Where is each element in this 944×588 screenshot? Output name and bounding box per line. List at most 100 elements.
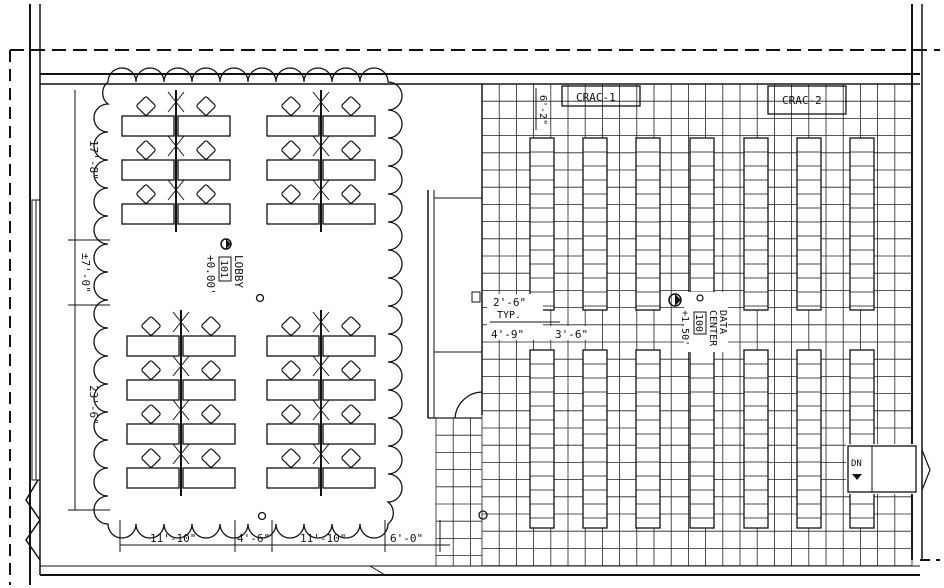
column-marker-icon: [257, 511, 267, 521]
chair-icon: [141, 404, 161, 424]
rack-divisions: [636, 151, 660, 307]
desk-right: [322, 467, 376, 489]
chair-icon: [136, 140, 156, 160]
lobby-elevation: +0.00': [204, 255, 217, 295]
dim-rack-depth: 2'-6": [493, 296, 526, 309]
chair-icon: [341, 140, 361, 160]
server-rack-row: [582, 349, 608, 529]
desk-left: [266, 115, 320, 137]
lobby-number: 101: [218, 260, 229, 278]
chair-icon: [281, 184, 301, 204]
desk-left: [266, 159, 320, 181]
desk-left: [266, 423, 320, 445]
chair-icon: [196, 96, 216, 116]
desk-left: [126, 467, 180, 489]
revision-cloud: [93, 67, 403, 539]
server-rack-row: [529, 137, 555, 311]
lobby-area: LOBBY 101 +0.00' 17'-8" ±7'-0" 23'-6" 11…: [68, 67, 450, 576]
dc-name-line2: CENTER: [707, 310, 718, 347]
dc-name-line1: DATA: [717, 310, 728, 334]
rack-divisions: [744, 151, 768, 307]
dim-aisle-hot: 4'-9": [491, 328, 524, 341]
elevation-marker-fill: [675, 294, 681, 306]
chair-icon: [141, 316, 161, 336]
chair-icon: [136, 96, 156, 116]
dim-bottom-mid: 4'-6": [237, 532, 270, 545]
chair-icon: [141, 360, 161, 380]
dim-top-small: 6'-2": [537, 95, 548, 125]
workstation-cluster: [126, 310, 236, 496]
desk-right: [177, 159, 231, 181]
dim-bottom-right: 11'-10": [300, 532, 346, 545]
chair-icon: [196, 140, 216, 160]
desk-right: [322, 203, 376, 225]
rack-divisions: [583, 151, 607, 307]
desk-left: [121, 115, 175, 137]
server-rack-row: [529, 349, 555, 529]
lobby-name: LOBBY: [232, 255, 245, 288]
server-rack-row: [582, 137, 608, 311]
lobby-room-tag: LOBBY 101 +0.00': [204, 255, 245, 295]
chair-icon: [281, 316, 301, 336]
server-rack-row: [743, 349, 769, 529]
chair-icon: [201, 316, 221, 336]
desk-right: [182, 335, 236, 357]
rack-divisions: [744, 363, 768, 519]
dim-lower-block: 23'-6": [87, 385, 100, 425]
chair-icon: [201, 448, 221, 468]
arrow-down-icon: [852, 474, 862, 480]
chair-icon: [341, 184, 361, 204]
data-center-room-tag: DATA CENTER 100 +1.50': [679, 310, 728, 347]
server-rack-row: [635, 137, 661, 311]
dim-aisle-cold: 3'-6": [555, 328, 588, 341]
desk-left: [266, 203, 320, 225]
door-label: DN: [851, 459, 862, 469]
server-rack-row: [743, 137, 769, 311]
desk-left: [266, 467, 320, 489]
chair-icon: [341, 448, 361, 468]
desk-right: [322, 335, 376, 357]
desk-left: [121, 203, 175, 225]
rack-divisions: [690, 363, 714, 519]
desk-right: [322, 115, 376, 137]
workstation-cluster: [266, 310, 376, 496]
workstation-cluster: [121, 90, 231, 232]
server-rack-row: [849, 137, 875, 311]
crac2-label: CRAC-2: [782, 94, 822, 107]
crac-unit-2: [767, 85, 847, 115]
chair-icon: [201, 404, 221, 424]
rack-divisions: [636, 363, 660, 519]
rack-divisions: [530, 363, 554, 519]
dc-elevation: +1.50': [679, 310, 690, 346]
chair-icon: [341, 316, 361, 336]
chair-icon: [281, 404, 301, 424]
desk-left: [121, 159, 175, 181]
dc-number: 100: [693, 314, 704, 332]
rack-divisions: [850, 151, 874, 307]
chair-icon: [196, 184, 216, 204]
workstation-group: [121, 90, 376, 496]
chair-icon: [341, 96, 361, 116]
server-rack-row: [689, 349, 715, 529]
entry-door: [847, 445, 917, 493]
desk-right: [177, 115, 231, 137]
dim-upper-block: 17'-8": [87, 140, 100, 180]
desk-left: [126, 335, 180, 357]
server-rack-row: [796, 349, 822, 529]
desk-left: [126, 423, 180, 445]
cloud-outline: [93, 67, 403, 539]
crac-unit-1: [561, 85, 641, 107]
column-marker-icon: [696, 294, 704, 302]
chair-icon: [201, 360, 221, 380]
rack-divisions: [797, 363, 821, 519]
chair-icon: [281, 360, 301, 380]
chair-icon: [136, 184, 156, 204]
workstation-cluster: [266, 90, 376, 232]
dim-bottom-left: 11'-10": [150, 532, 196, 545]
chair-icon: [341, 404, 361, 424]
server-rack-row: [635, 349, 661, 529]
server-rack-group: [529, 137, 875, 529]
desk-right: [322, 423, 376, 445]
desk-right: [182, 379, 236, 401]
